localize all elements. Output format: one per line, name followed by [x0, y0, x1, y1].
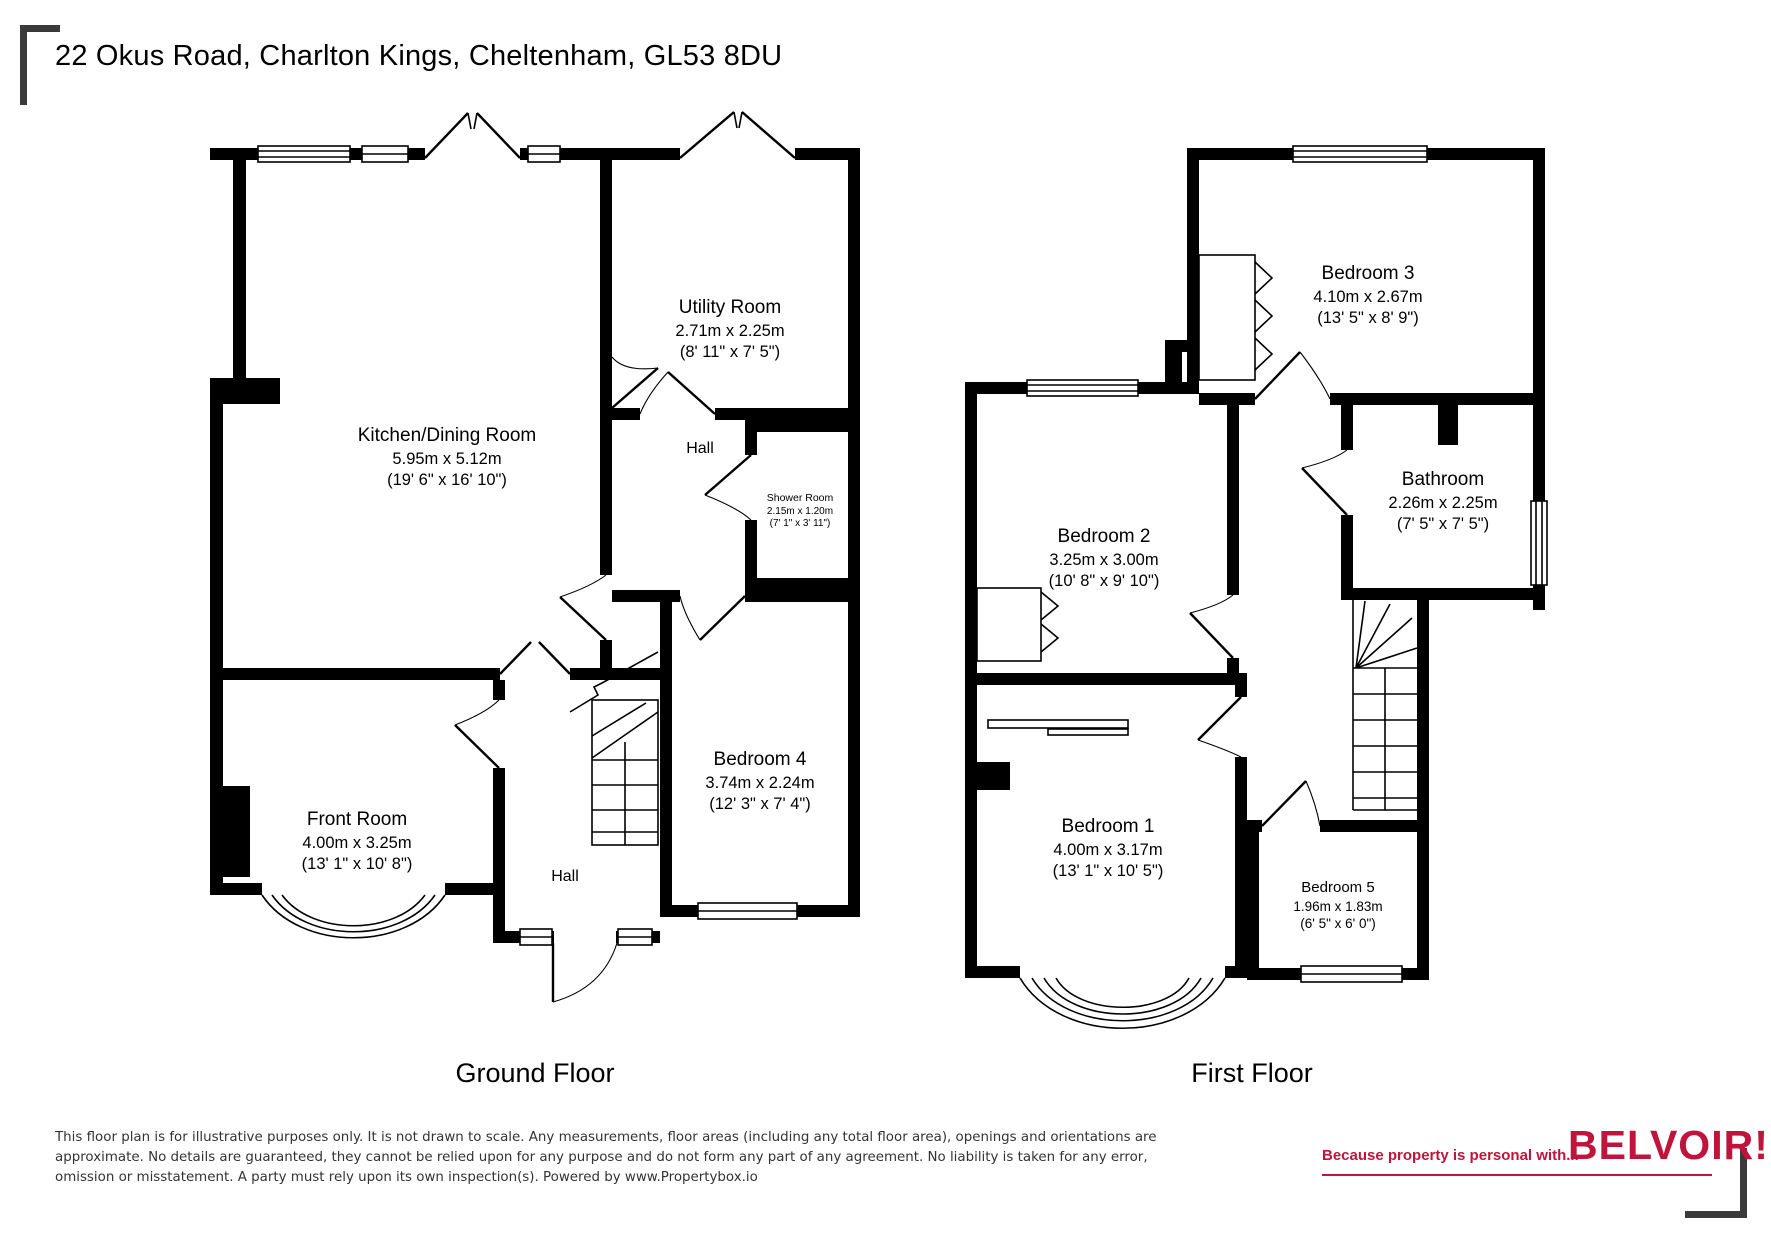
- room-dimensions-imperial: (13' 1" x 10' 5"): [1052, 862, 1164, 881]
- window-glyph: [1026, 145, 1548, 983]
- room-dimensions-imperial: (7' 1" x 3' 11"): [769, 518, 831, 530]
- bay-window-glyph: [1019, 977, 1226, 1029]
- room-dimensions-metric: 1.96m x 1.83m: [1293, 898, 1383, 914]
- room-label-front-room: Front Room 4.00m x 3.25m (13' 1" x 10' 8…: [302, 808, 413, 876]
- room-label-bedroom4: Bedroom 4 3.74m x 2.24m (12' 3" x 7' 4"): [705, 748, 814, 816]
- room-dimensions-imperial: (19' 6" x 16' 10"): [387, 471, 507, 490]
- room-label-bedroom2: Bedroom 2 3.25m x 3.00m (10' 8" x 9' 10"…: [1049, 525, 1160, 593]
- room-label-shower: Shower Room 2.15m x 1.20m (7' 1" x 3' 11…: [767, 492, 834, 531]
- room-name: Bathroom: [1401, 469, 1485, 490]
- room-dimensions-metric: 2.15m x 1.20m: [766, 505, 834, 517]
- room-dimensions-metric: 4.00m x 3.17m: [1053, 840, 1163, 859]
- room-dimensions-metric: 4.10m x 2.67m: [1313, 287, 1423, 306]
- first-floor-plan: [965, 145, 1548, 1029]
- page-title: 22 Okus Road, Charlton Kings, Cheltenham…: [55, 40, 783, 72]
- disclaimer-line: omission or misstatement. A party must r…: [55, 1170, 758, 1185]
- room-dimensions-metric: 4.00m x 3.25m: [302, 833, 412, 852]
- room-label-bedroom3: Bedroom 3 4.10m x 2.67m (13' 5" x 8' 9"): [1313, 262, 1422, 330]
- room-name: Bedroom 5: [1301, 879, 1375, 896]
- room-label-kitchen: Kitchen/Dining Room 5.95m x 5.12m (19' 6…: [358, 424, 536, 492]
- room-dimensions-metric: 2.71m x 2.25m: [675, 321, 785, 340]
- room-dimensions-imperial: (8' 11" x 7' 5"): [679, 343, 781, 362]
- disclaimer-line: This floor plan is for illustrative purp…: [55, 1130, 1157, 1145]
- french-doors-glyph: [424, 111, 796, 159]
- room-name: Front Room: [306, 809, 408, 830]
- disclaimer-text: This floor plan is for illustrative purp…: [55, 1128, 1157, 1188]
- room-name: Bedroom 4: [713, 749, 807, 770]
- brand-logo: BELVOIR!: [1568, 1122, 1769, 1168]
- stairs-glyph: [1352, 600, 1418, 811]
- disclaimer-line: approximate. No details are guaranteed, …: [55, 1150, 1148, 1165]
- room-label-bedroom1: Bedroom 1 4.00m x 3.17m (13' 1" x 10' 5"…: [1053, 815, 1164, 883]
- room-dimensions-imperial: (13' 5" x 8' 9"): [1317, 309, 1419, 328]
- room-dimensions-metric: 3.74m x 2.24m: [705, 773, 815, 792]
- door-arc: [1189, 351, 1348, 827]
- room-name: Kitchen/Dining Room: [357, 425, 537, 446]
- room-name: Shower Room: [766, 492, 834, 504]
- room-dimensions-metric: 5.95m x 5.12m: [392, 449, 502, 468]
- room-dimensions-imperial: (7' 5" x 7' 5"): [1396, 515, 1490, 534]
- door-arc: [454, 356, 752, 1003]
- room-dimensions-imperial: (12' 3" x 7' 4"): [709, 795, 811, 814]
- room-label-hall-upper: Hall: [686, 440, 714, 457]
- room-label-bedroom5: Bedroom 5 1.96m x 1.83m (6' 5" x 6' 0"): [1293, 878, 1382, 933]
- room-label-hall-lower: Hall: [551, 868, 579, 885]
- brand-tagline: Because property is personal with...: [1322, 1147, 1579, 1164]
- room-label-bathroom: Bathroom 2.26m x 2.25m (7' 5" x 7' 5"): [1388, 468, 1497, 536]
- room-dimensions-imperial: (10' 8" x 9' 10"): [1048, 572, 1160, 591]
- room-dimensions-imperial: (13' 1" x 10' 8"): [301, 855, 413, 874]
- ground-floor-label: Ground Floor: [455, 1058, 615, 1088]
- room-name: Bedroom 2: [1057, 526, 1151, 547]
- ground-floor-plan: [210, 111, 860, 1003]
- first-floor-label: First Floor: [1191, 1058, 1313, 1088]
- bay-window-glyph: [261, 894, 446, 939]
- room-label-utility: Utility Room 2.71m x 2.25m (8' 11" x 7' …: [675, 296, 784, 364]
- room-dimensions-metric: 2.26m x 2.25m: [1388, 493, 1498, 512]
- stairs-glyph: [569, 651, 659, 846]
- room-dimensions-imperial: (6' 5" x 6' 0"): [1300, 916, 1376, 932]
- room-dimensions-metric: 3.25m x 3.00m: [1049, 550, 1159, 569]
- wardrobe-glyph: [976, 254, 1274, 736]
- window-glyph: [257, 145, 798, 946]
- room-name: Bedroom 1: [1061, 816, 1155, 837]
- room-name: Bedroom 3: [1321, 263, 1415, 284]
- room-name: Utility Room: [678, 297, 782, 318]
- brand-rule: [1322, 1174, 1712, 1176]
